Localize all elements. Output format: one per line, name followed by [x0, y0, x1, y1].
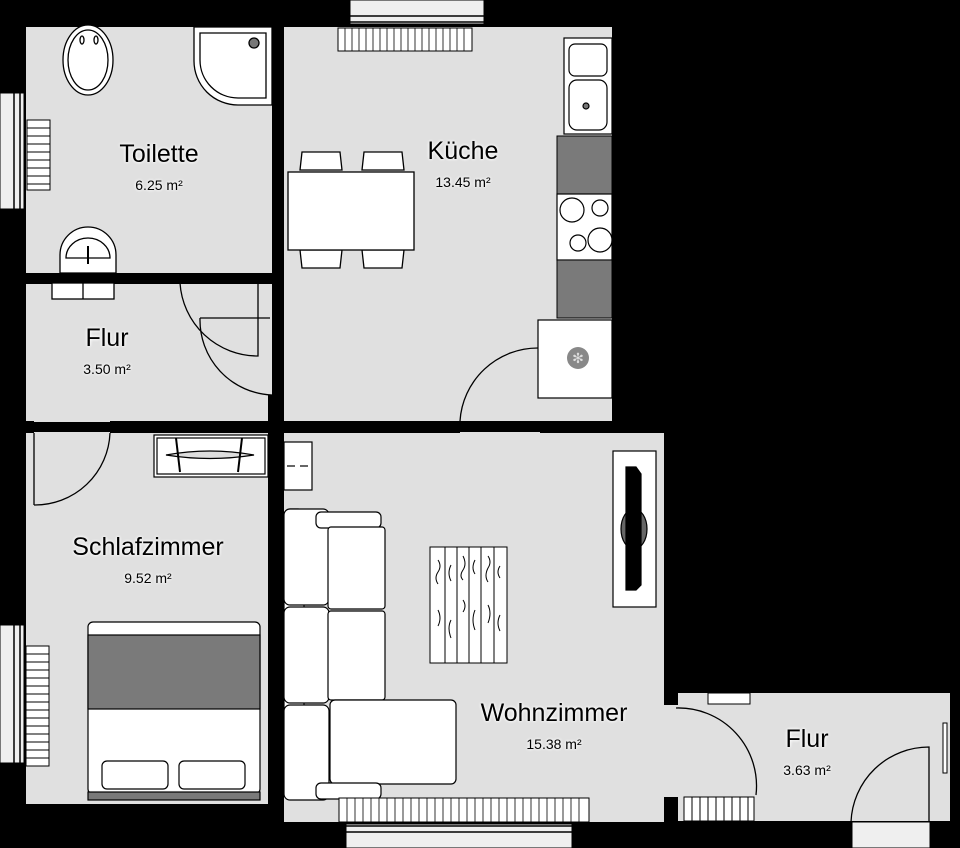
room-name: Wohnzimmer — [480, 699, 628, 727]
kitchen-counter-2 — [556, 259, 613, 319]
room-area: 9.52 m² — [124, 570, 172, 586]
floor-flur-1 — [26, 284, 272, 422]
door-kueche-wohnzimmer — [459, 347, 539, 422]
door-schlafzimmer — [33, 432, 111, 506]
room-label-flur-1: Flur 3.50 m² — [83, 324, 130, 377]
radiator-toilette — [26, 119, 51, 191]
bed — [87, 621, 261, 801]
room-label-schlafzimmer: Schlafzimmer 9.52 m² — [72, 533, 223, 586]
svg-text:✻: ✻ — [572, 351, 584, 367]
window-kueche — [349, 0, 485, 25]
radiator-flur-2 — [683, 796, 755, 822]
door-toilette — [179, 282, 259, 357]
door-entrance — [850, 746, 930, 823]
walls — [26, 27, 960, 835]
tv-icon — [612, 450, 657, 608]
window-wohnzimmer — [345, 823, 573, 848]
doors — [33, 282, 930, 823]
room-area: 15.38 m² — [526, 736, 582, 752]
stove-icon — [556, 193, 613, 261]
room-label-wohnzimmer: Wohnzimmer 15.38 m² — [481, 699, 628, 752]
light-switch — [942, 722, 948, 774]
radiator-schlafzimmer — [25, 645, 50, 767]
shower-icon — [193, 26, 273, 106]
kitchen-counter-1 — [556, 135, 613, 195]
shoe-rack — [51, 282, 115, 300]
room-area: 6.25 m² — [135, 177, 183, 193]
toilet-icon — [62, 24, 114, 96]
room-area: 3.50 m² — [83, 361, 131, 377]
room-label-kueche: Küche 13.45 m² — [428, 137, 499, 190]
room-name: Flur — [785, 725, 829, 753]
kitchen-sink — [563, 37, 613, 135]
fridge-icon: ✻ — [537, 319, 613, 399]
door-wohnzimmer-flur — [675, 707, 758, 796]
wardrobe — [153, 434, 269, 478]
room-name: Flur — [85, 324, 129, 352]
radiator-kueche — [337, 27, 473, 52]
room-name: Schlafzimmer — [72, 533, 224, 561]
room-area: 13.45 m² — [435, 174, 491, 190]
door-opening-entrance — [851, 821, 931, 848]
side-table — [283, 441, 313, 491]
shelf-flur-2 — [707, 692, 751, 705]
dining-table — [287, 151, 415, 269]
room-name: Küche — [427, 137, 499, 165]
washbasin-icon — [59, 226, 117, 274]
room-area: 3.63 m² — [783, 762, 831, 778]
room-name: Toilette — [119, 140, 199, 168]
room-label-toilette: Toilette 6.25 m² — [119, 140, 198, 193]
radiator-wohnzimmer — [338, 797, 590, 823]
room-label-flur-2: Flur 3.63 m² — [783, 725, 830, 778]
sofa — [283, 508, 457, 801]
door-flur-kueche — [199, 317, 273, 396]
rug — [429, 546, 508, 664]
